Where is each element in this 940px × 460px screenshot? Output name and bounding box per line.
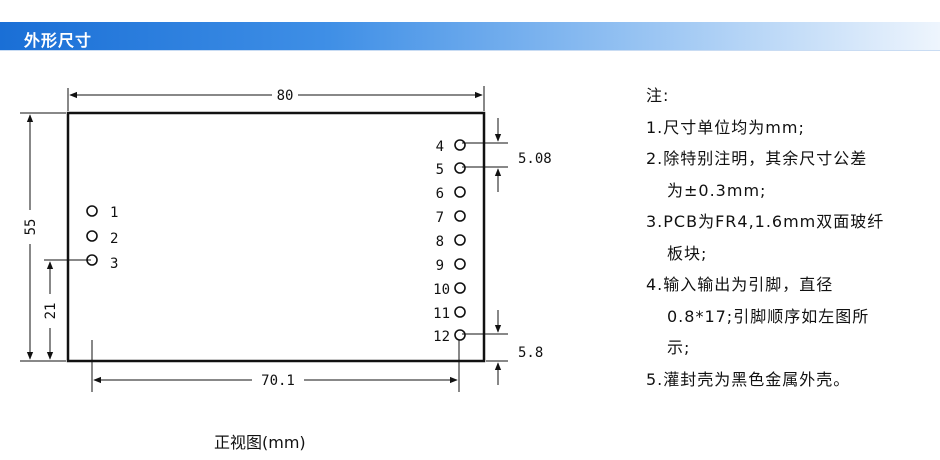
pin-label: 6 <box>436 186 444 202</box>
section-header: 外形尺寸 <box>0 22 940 51</box>
note-line: 0.8*17;引脚顺序如左图所 <box>667 306 870 326</box>
pin-circle <box>454 186 466 198</box>
pin-label: 3 <box>110 256 118 272</box>
dim-height-label: 55 <box>23 219 39 236</box>
section-title: 外形尺寸 <box>24 31 93 50</box>
note-line: 5.灌封壳为黑色金属外壳。 <box>646 369 851 389</box>
pin-label: 2 <box>110 231 118 247</box>
pin-label: 9 <box>436 258 444 274</box>
notes-panel: 注: 1.尺寸单位均为mm; 2.除特别注明，其余尺寸公差 为±0.3mm; 3… <box>646 80 936 395</box>
module-outline <box>66 111 486 363</box>
notes-heading: 注: <box>646 86 670 105</box>
note-item: 4.输入输出为引脚，直径 0.8*17;引脚顺序如左图所 示; <box>646 269 936 364</box>
pin-label: 11 <box>433 306 450 322</box>
pin-label: 12 <box>433 329 450 345</box>
note-line: 板块; <box>667 243 708 263</box>
pin-circle <box>454 234 466 246</box>
note-line: 示; <box>667 338 691 357</box>
extension-lines <box>20 86 508 392</box>
pin-circle <box>454 210 466 222</box>
note-line: 3.PCB为FR4,1.6mm双面玻纤 <box>646 212 885 231</box>
dim-pitch-label: 5.08 <box>518 151 552 167</box>
pin-circle <box>454 282 466 294</box>
left-pin-group: 1 2 3 <box>86 205 118 272</box>
pin-label: 7 <box>436 210 444 226</box>
pin-label: 10 <box>433 282 450 298</box>
pin-label: 1 <box>110 205 118 221</box>
pin-label: 5 <box>436 162 444 178</box>
right-pin-group: 4 5 6 7 8 9 10 11 12 <box>433 139 466 345</box>
note-item: 3.PCB为FR4,1.6mm双面玻纤 板块; <box>646 206 936 269</box>
note-item: 1.尺寸单位均为mm; <box>646 112 936 144</box>
note-line: 为±0.3mm; <box>667 180 767 200</box>
note-line: 1.尺寸单位均为mm; <box>646 117 805 137</box>
dimension-drawing: 80 55 21 70.1 5.08 5.8 1 2 3 4 5 6 7 8 9 <box>20 86 552 392</box>
note-item: 5.灌封壳为黑色金属外壳。 <box>646 364 936 396</box>
pin-circle <box>454 258 466 270</box>
pin-circle <box>454 162 466 174</box>
pin-circle <box>454 329 466 341</box>
pin-label: 8 <box>436 234 444 250</box>
pin-circle <box>86 254 98 266</box>
pin-circle <box>454 139 466 151</box>
dim-width-label: 80 <box>277 88 294 104</box>
note-line: 2.除特别注明，其余尺寸公差 <box>646 149 868 168</box>
note-line: 4.输入输出为引脚，直径 <box>646 275 834 294</box>
dim-pin3-label: 21 <box>43 303 59 320</box>
drawing-caption: 正视图(mm) <box>214 433 306 452</box>
dim-bottom-label: 5.8 <box>518 345 543 361</box>
pin-circle <box>86 205 98 217</box>
dim-pin12-offset-label: 70.1 <box>261 373 295 389</box>
pin-circle <box>86 230 98 242</box>
pin-circle <box>454 306 466 318</box>
note-item: 2.除特别注明，其余尺寸公差 为±0.3mm; <box>646 143 936 206</box>
pin-label: 4 <box>436 139 444 155</box>
